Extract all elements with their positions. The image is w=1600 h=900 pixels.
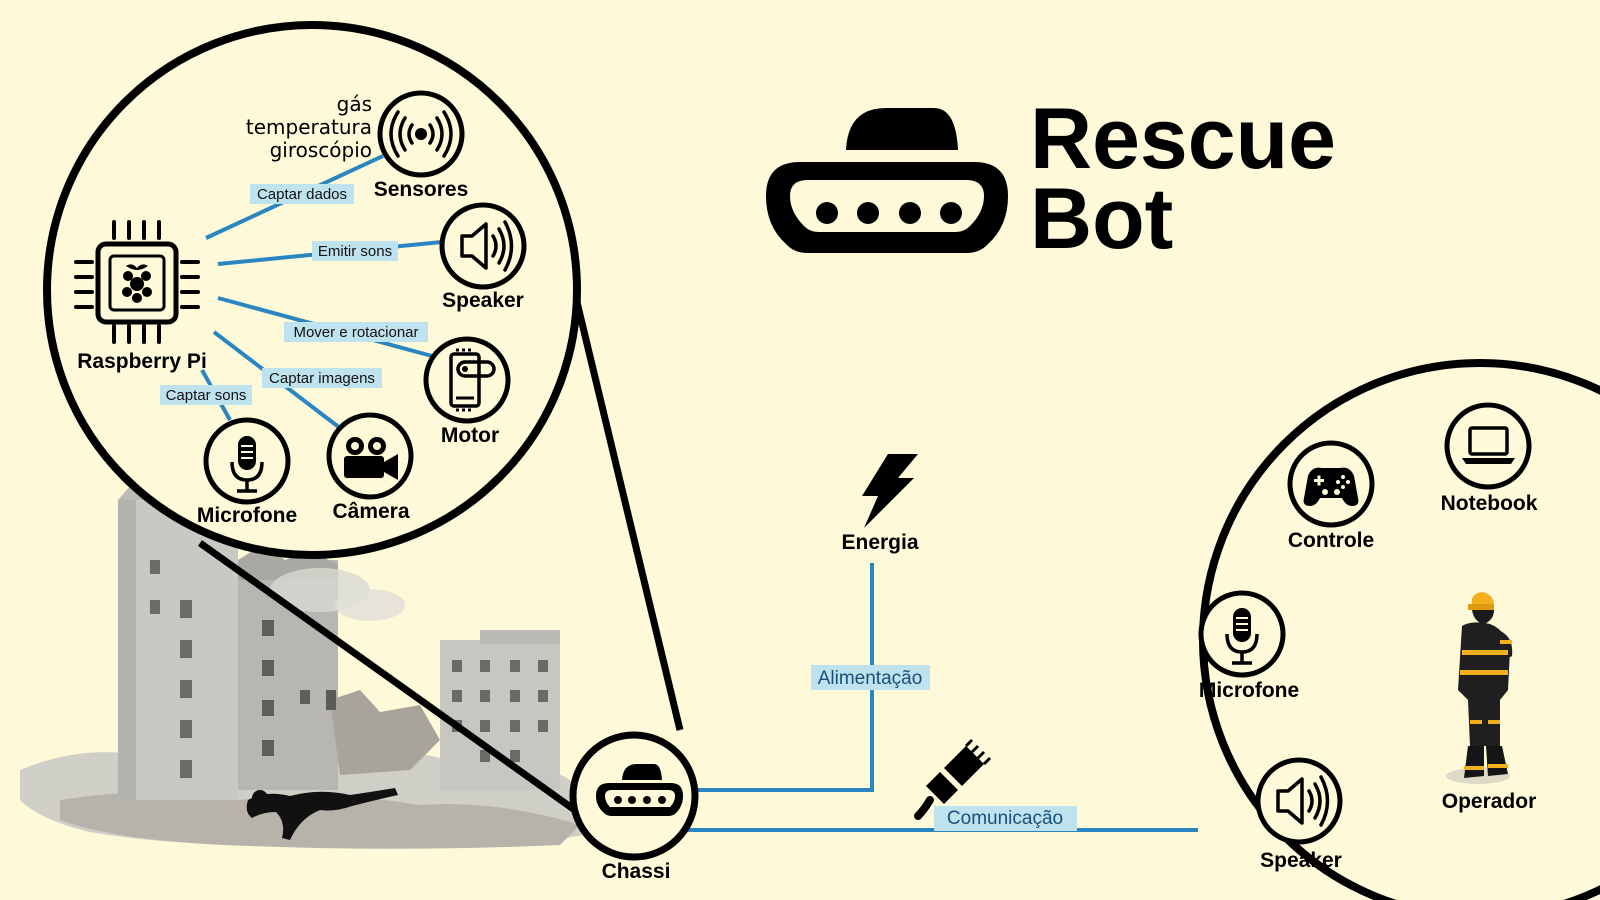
motor-icon (449, 348, 496, 412)
microfone-label: Microfone (197, 504, 297, 527)
operator-speaker-label: Speaker (1260, 849, 1342, 872)
sensor-type-gas: gás (337, 92, 372, 116)
node-camera (326, 412, 414, 500)
zoom-cone (197, 239, 684, 821)
edge-label-captar-dados-text: Captar dados (257, 186, 347, 203)
gamepad-icon (1303, 467, 1359, 506)
energia-label: Energia (841, 531, 918, 554)
operador-label: Operador (1442, 790, 1537, 813)
sensor-type-giroscopio: giroscópio (270, 138, 372, 162)
video-camera-icon (344, 437, 398, 480)
chassi-label: Chassi (602, 860, 671, 883)
operator-figure-icon (1446, 592, 1513, 784)
edge-label-emitir-sons-text: Emitir sons (318, 243, 392, 260)
sensor-type-temperatura: temperatura (246, 115, 372, 139)
lightning-bolt-icon (862, 454, 918, 528)
edge-label-captar-imagens-text: Captar imagens (269, 370, 375, 387)
edge-label-captar-imagens: Captar imagens (262, 368, 382, 388)
motor-label: Motor (441, 424, 499, 447)
edge-label-mover-e-rotacionar: Mover e rotacionar (284, 322, 428, 342)
node-notebook (1444, 402, 1532, 490)
node-speaker (439, 202, 527, 290)
power-link-line (684, 563, 874, 792)
tank-icon (596, 764, 683, 816)
operator-microfone-label: Microfone (1199, 679, 1299, 702)
node-motor (423, 336, 511, 424)
raspberry-pi-chip-icon (74, 220, 200, 344)
tank-logo-icon (766, 108, 1008, 253)
node-controle (1287, 440, 1375, 528)
microphone-icon (230, 436, 264, 493)
speaker-label: Speaker (442, 289, 524, 312)
edge-label-captar-sons: Captar sons (160, 385, 252, 405)
node-operator-speaker (1255, 757, 1343, 845)
node-operator-microfone (1198, 590, 1286, 678)
edge-label-alimentacao: Alimentação (811, 665, 930, 690)
raspberry-pi-label: Raspberry Pi (77, 350, 207, 373)
ethernet-plug-icon (914, 738, 992, 820)
microphone-icon (1225, 608, 1259, 665)
edge-label-captar-dados: Captar dados (250, 184, 354, 204)
speaker-icon (460, 220, 514, 272)
speaker-icon (1276, 775, 1330, 827)
sensor-waves-icon (389, 110, 453, 158)
node-microfone (203, 417, 291, 505)
title-line-2: Bot (1030, 171, 1173, 267)
camera-label: Câmera (332, 500, 409, 523)
node-chassi (569, 731, 699, 861)
edge-label-emitir-sons: Emitir sons (312, 241, 398, 261)
comunicacao-text: Comunicação (947, 808, 1063, 829)
sensores-label: Sensores (374, 178, 469, 201)
alimentacao-text: Alimentação (818, 668, 923, 689)
edge-label-mover-text: Mover e rotacionar (293, 324, 418, 341)
title-line-1: Rescue (1030, 91, 1336, 187)
edge-label-comunicacao: Comunicação (934, 806, 1077, 831)
controle-label: Controle (1288, 529, 1374, 552)
notebook-label: Notebook (1441, 492, 1538, 515)
ruins-illustration (20, 480, 600, 849)
edge-label-captar-sons-text: Captar sons (166, 387, 247, 404)
node-sensores (377, 90, 465, 178)
laptop-icon (1462, 426, 1515, 464)
